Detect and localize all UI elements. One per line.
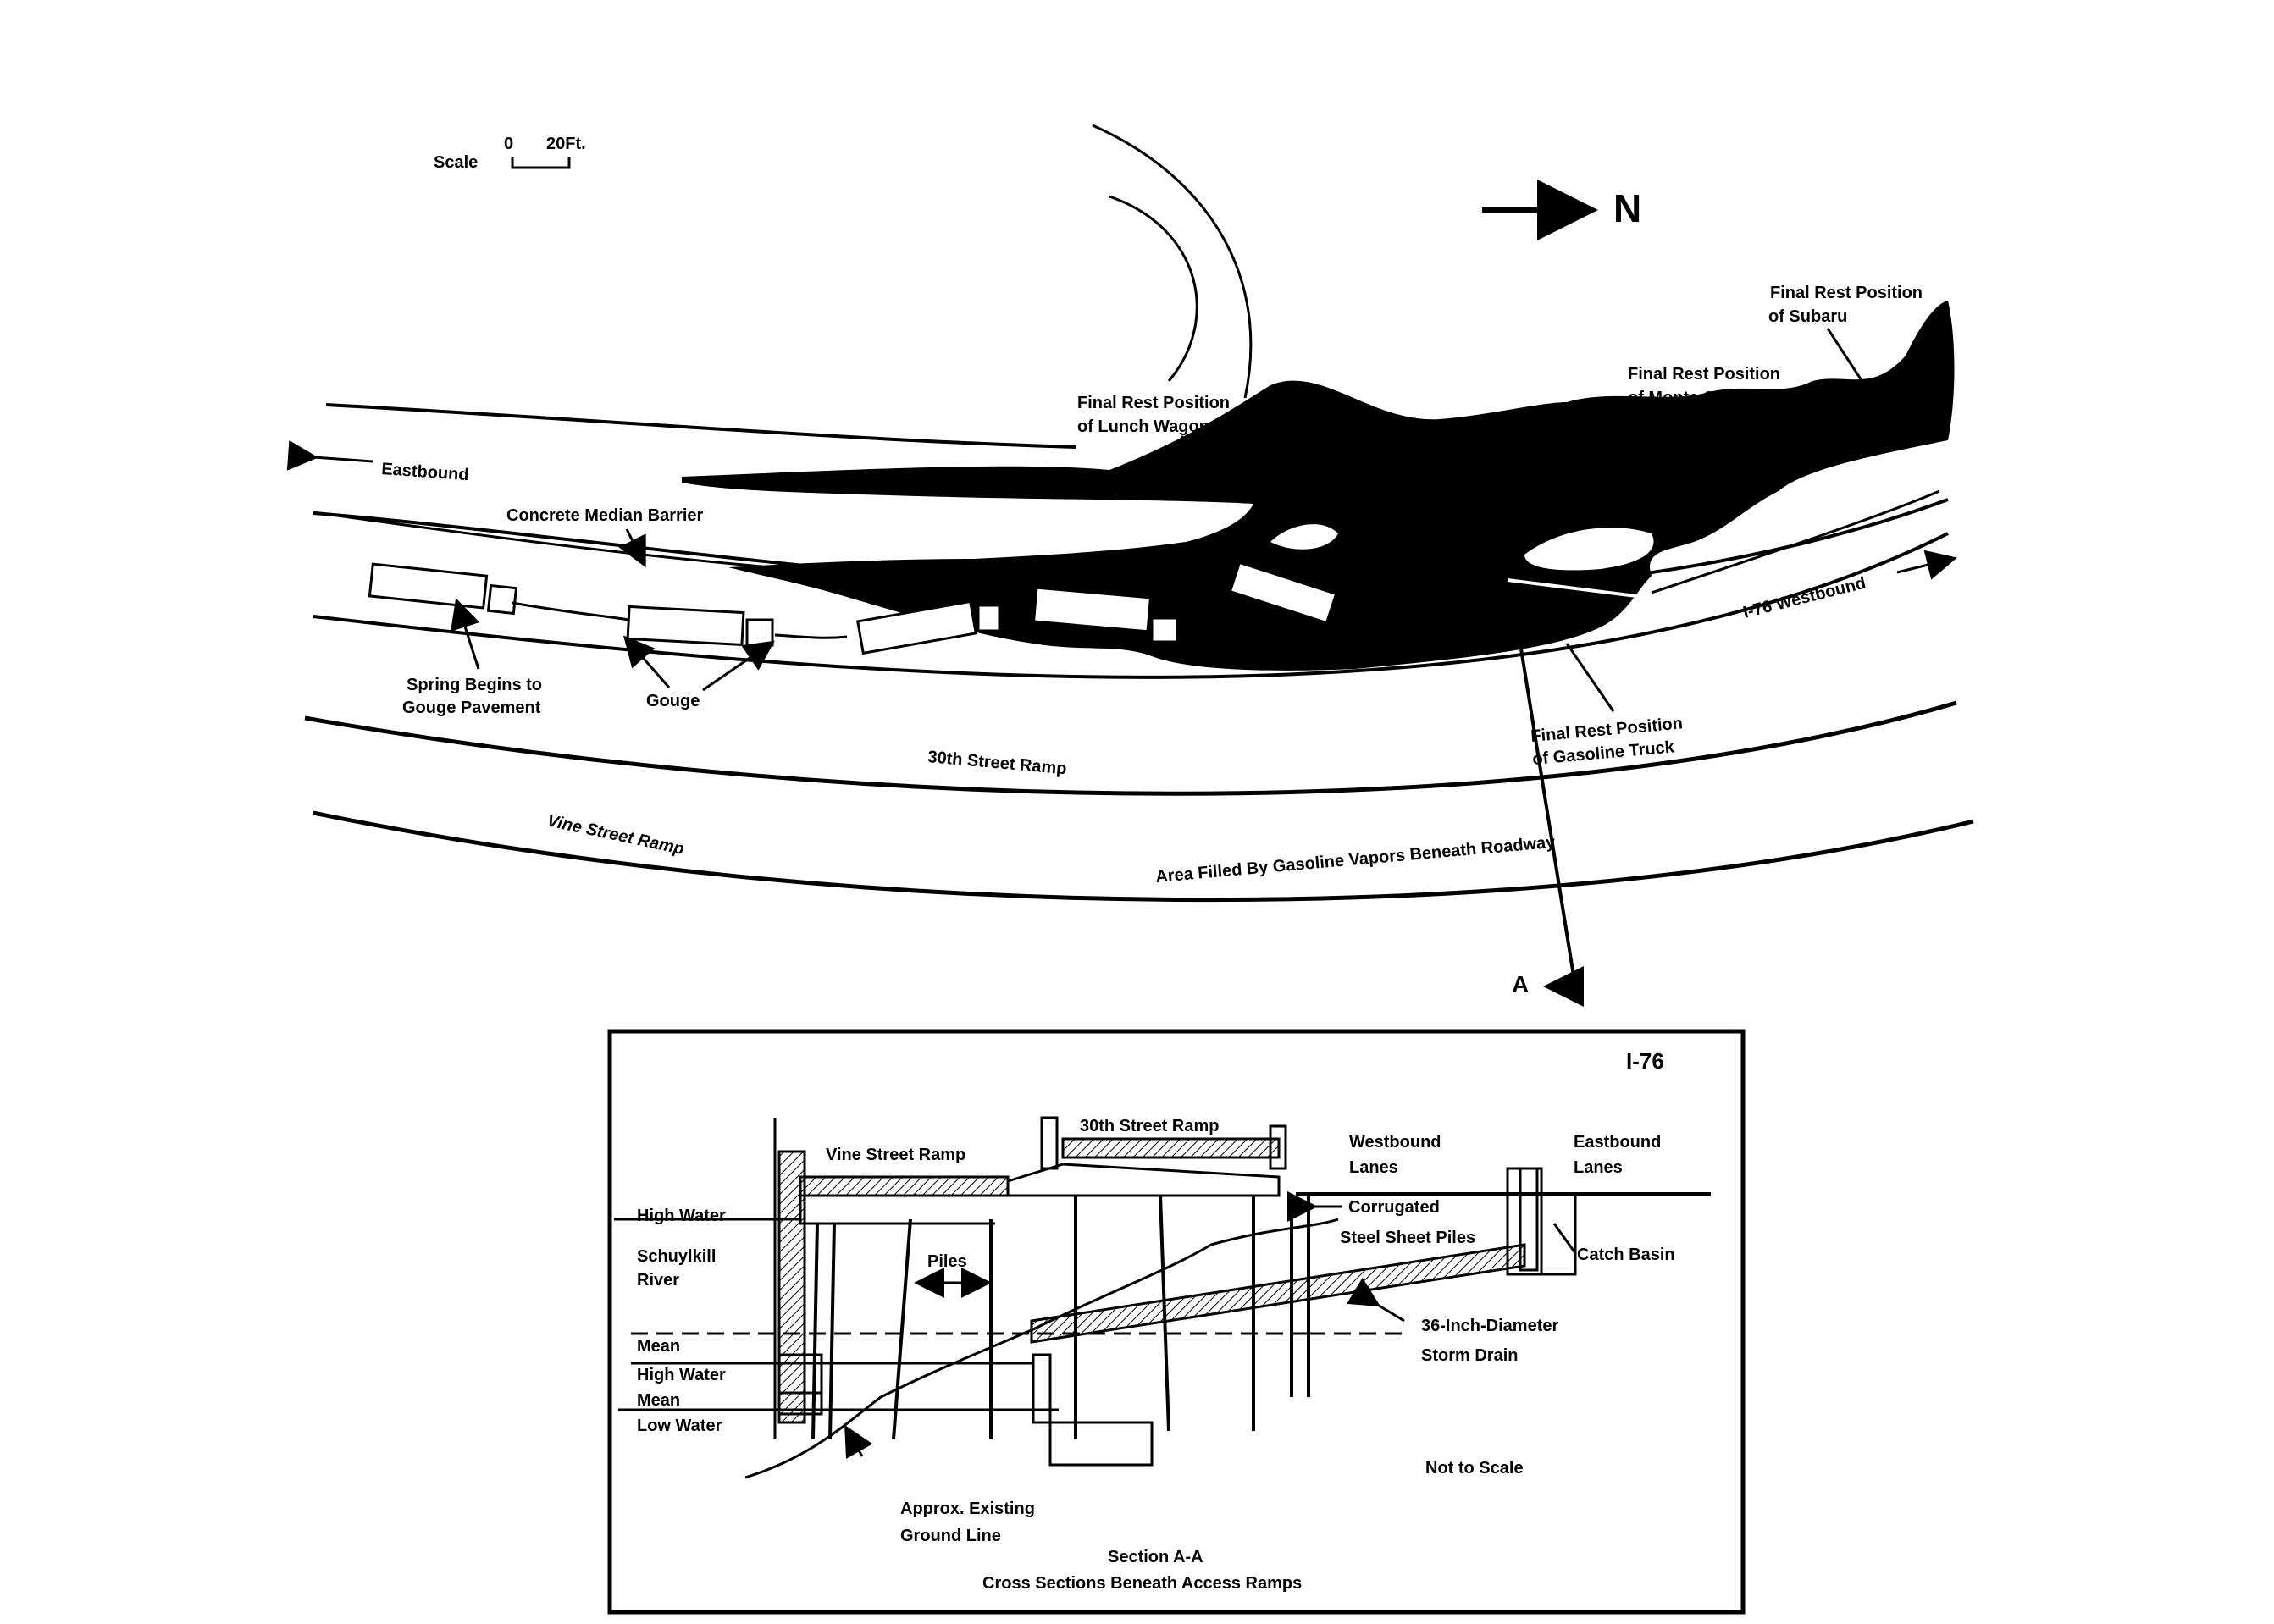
ground-line-label-2: Ground Line bbox=[900, 1527, 1001, 1545]
eastbound-label: Eastbound bbox=[381, 460, 470, 484]
subaru-label-1: Final Rest Position bbox=[1770, 284, 1923, 302]
monte-carlo-label-1: Final Rest Position bbox=[1628, 365, 1780, 384]
subaru-label-2: of Subaru bbox=[1768, 307, 1847, 326]
river-label-2: River bbox=[637, 1271, 679, 1290]
section-subtitle: Cross Sections Beneath Access Ramps bbox=[982, 1574, 1302, 1593]
scale-bar: Scale 0 20Ft. bbox=[434, 135, 586, 172]
lunch-wagon-label-1: Final Rest Position bbox=[1077, 394, 1230, 412]
not-to-scale-label: Not to Scale bbox=[1425, 1459, 1524, 1478]
storm-drain-label-1: 36-Inch-Diameter bbox=[1421, 1317, 1558, 1335]
river-label-1: Schuylkill bbox=[637, 1247, 716, 1266]
sheet-piles-label-2: Steel Sheet Piles bbox=[1340, 1229, 1475, 1247]
vapors-label: Area Filled By Gasoline Vapors Beneath R… bbox=[1155, 833, 1557, 887]
section-labels: 30th Street Ramp Vine Street Ramp Westbo… bbox=[637, 1117, 1675, 1593]
section-eastbound-label-2: Lanes bbox=[1574, 1158, 1623, 1177]
mean-high-label-1: Mean bbox=[637, 1337, 680, 1356]
section-marker-label: A bbox=[1512, 971, 1529, 997]
lunch-wagon-label-2: of Lunch Wagon bbox=[1077, 417, 1209, 436]
spring-label-1: Spring Begins to bbox=[407, 676, 542, 694]
section-30th-label: 30th Street Ramp bbox=[1080, 1117, 1220, 1135]
catch-basin-label: Catch Basin bbox=[1577, 1246, 1675, 1264]
scale-zero: 0 bbox=[504, 135, 513, 153]
section-westbound-label-1: Westbound bbox=[1349, 1133, 1441, 1152]
section-title: Section A-A bbox=[1108, 1548, 1203, 1566]
fire-damage-area bbox=[682, 301, 1955, 671]
storm-drain-label-2: Storm Drain bbox=[1421, 1346, 1518, 1365]
mean-low-label-2: Low Water bbox=[637, 1417, 722, 1435]
westbound-label: I-76 Westbound bbox=[1741, 574, 1867, 622]
ramp-arcs bbox=[1092, 124, 1253, 399]
section-route-label: I-76 bbox=[1626, 1048, 1664, 1074]
spring-label-2: Gouge Pavement bbox=[402, 699, 541, 717]
section-eastbound-label-1: Eastbound bbox=[1574, 1133, 1661, 1152]
vine-ramp-label: Vine Street Ramp bbox=[545, 811, 686, 859]
section-frame: I-76 bbox=[607, 1029, 1746, 1615]
gouge-line bbox=[512, 601, 848, 639]
mean-low-label-1: Mean bbox=[637, 1391, 680, 1410]
sheet-piles-label-1: Corrugated bbox=[1348, 1198, 1440, 1217]
scale-max: 20Ft. bbox=[546, 135, 586, 153]
ramp-30th-label: 30th Street Ramp bbox=[927, 748, 1068, 778]
section-structure bbox=[614, 1116, 1711, 1479]
ground-line-label-1: Approx. Existing bbox=[900, 1500, 1035, 1518]
scale-label: Scale bbox=[434, 153, 478, 172]
high-water-label: High Water bbox=[637, 1207, 726, 1225]
piles-label: Piles bbox=[927, 1252, 967, 1271]
north-label: N bbox=[1613, 186, 1641, 230]
mean-high-label-2: High Water bbox=[637, 1366, 726, 1384]
section-westbound-label-2: Lanes bbox=[1349, 1158, 1398, 1177]
vehicle-trail bbox=[368, 561, 1644, 655]
section-vine-label: Vine Street Ramp bbox=[826, 1146, 965, 1164]
monte-carlo-label-2: of Monte Carlo bbox=[1628, 389, 1746, 407]
median-barrier-label: Concrete Median Barrier bbox=[506, 506, 704, 525]
gouge-label: Gouge bbox=[646, 692, 700, 710]
north-arrow: N bbox=[1482, 180, 1641, 240]
